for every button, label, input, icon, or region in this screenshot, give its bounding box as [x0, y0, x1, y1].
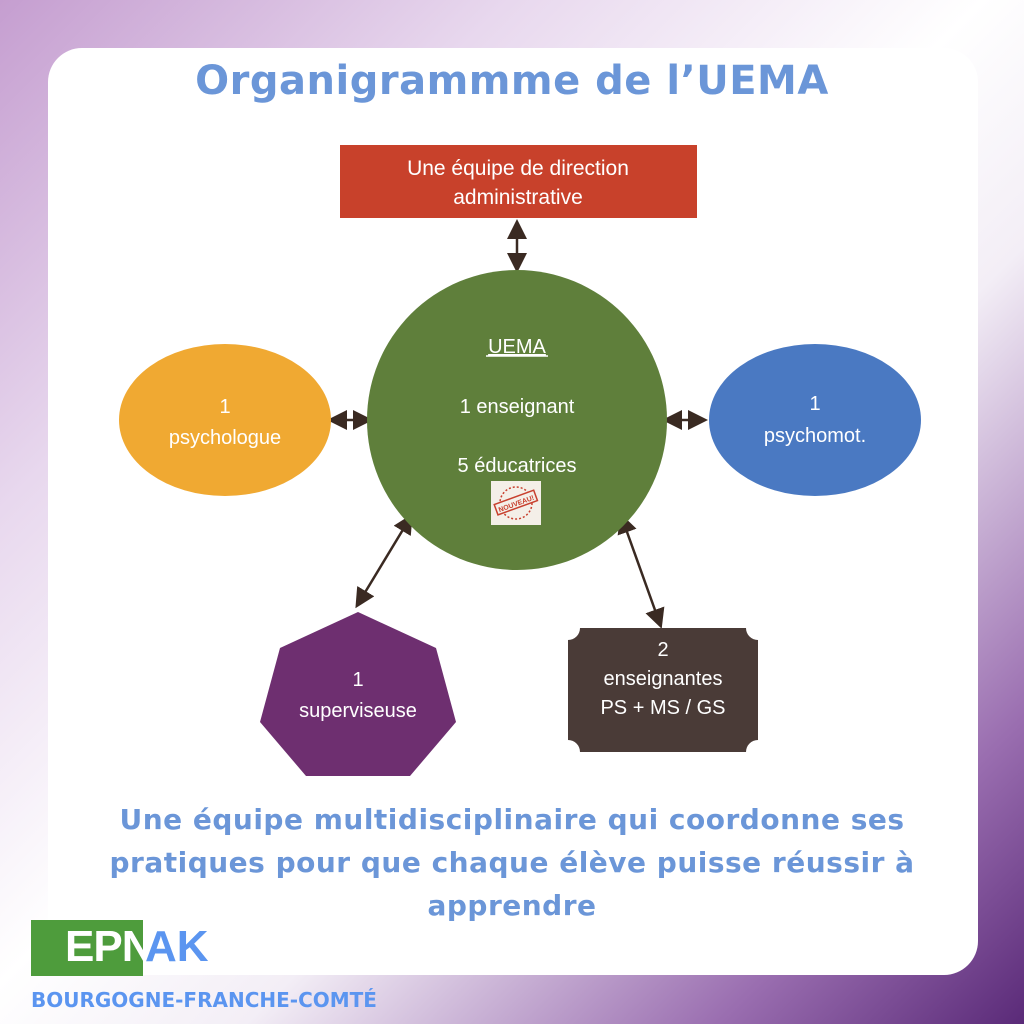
node-uema: UEMA 1 enseignant 5 éducatrices NOUVEAU!	[367, 270, 667, 570]
caption-line: Une équipe multidisciplinaire qui coordo…	[119, 803, 905, 836]
svg-text:UEMA: UEMA	[488, 336, 546, 358]
svg-text:1 enseignant: 1 enseignant	[460, 396, 575, 418]
node-superviseuse: 1 superviseuse	[260, 612, 456, 776]
node-psychomot: 1 psychomot.	[709, 344, 921, 496]
arrow-uema-enseignantes	[617, 513, 665, 629]
page-title: Organigrammme de l’UEMA	[195, 58, 829, 104]
svg-text:superviseuse: superviseuse	[299, 700, 417, 722]
caption-line: apprendre	[427, 889, 597, 922]
svg-text:administrative: administrative	[453, 186, 583, 209]
svg-text:psychomot.: psychomot.	[764, 425, 866, 447]
nouveau-stamp: NOUVEAU!	[491, 481, 541, 525]
logo-text-epn: EPN	[65, 922, 153, 971]
svg-text:2: 2	[657, 639, 668, 661]
logo-text-ak: AK	[145, 922, 209, 971]
svg-text:1: 1	[352, 669, 363, 691]
svg-text:Une équipe de direction: Une équipe de direction	[407, 157, 629, 180]
svg-text:PS + MS / GS: PS + MS / GS	[600, 697, 725, 719]
svg-text:1: 1	[809, 393, 820, 415]
logo-region: BOURGOGNE-FRANCHE-COMTÉ	[31, 988, 377, 1012]
caption-line: pratiques pour que chaque élève puisse r…	[109, 846, 915, 879]
node-direction: Une équipe de direction administrative	[340, 145, 697, 218]
caption: Une équipe multidisciplinaire qui coordo…	[80, 798, 944, 927]
node-enseignantes: 2 enseignantes PS + MS / GS	[568, 628, 758, 752]
svg-text:enseignantes: enseignantes	[604, 668, 723, 690]
arrow-uema-superviseuse	[355, 513, 413, 609]
svg-text:psychologue: psychologue	[169, 427, 281, 449]
logo-green-block	[31, 920, 143, 976]
svg-text:5 éducatrices: 5 éducatrices	[458, 455, 577, 477]
svg-text:1: 1	[219, 396, 230, 418]
node-psychologue: 1 psychologue	[119, 344, 331, 496]
connector-arrows	[327, 219, 708, 629]
